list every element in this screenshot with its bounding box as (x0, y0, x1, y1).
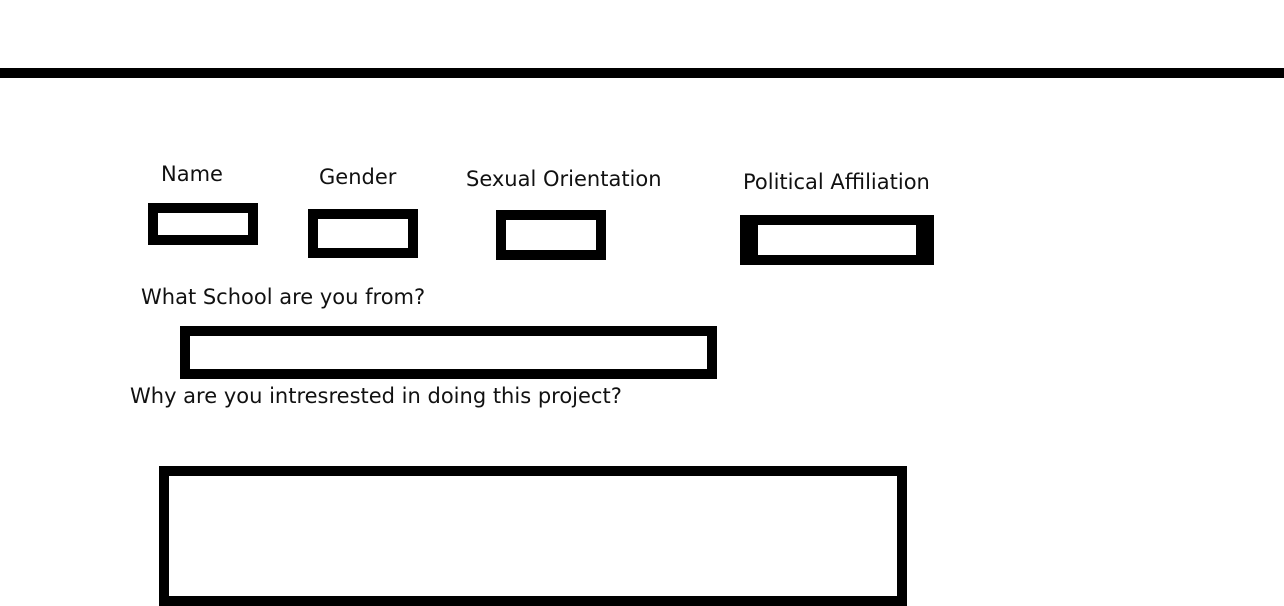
interest-textarea[interactable] (169, 476, 897, 596)
sexual-orientation-input[interactable] (506, 220, 596, 250)
sexual-orientation-label: Sexual Orientation (466, 167, 662, 191)
header-divider (0, 68, 1284, 78)
gender-input[interactable] (318, 219, 408, 248)
school-label: What School are you from? (141, 285, 426, 309)
name-label: Name (161, 162, 223, 186)
interest-label: Why are you intresrested in doing this p… (130, 384, 622, 408)
name-field[interactable] (148, 203, 258, 245)
political-affiliation-field[interactable] (740, 215, 934, 265)
political-affiliation-input[interactable] (758, 225, 916, 255)
school-field[interactable] (180, 326, 717, 379)
sexual-orientation-field[interactable] (496, 210, 606, 260)
political-affiliation-label: Political Affiliation (743, 170, 930, 194)
gender-label: Gender (319, 165, 397, 189)
interest-field[interactable] (159, 466, 907, 606)
school-input[interactable] (190, 336, 707, 369)
gender-field[interactable] (308, 209, 418, 258)
name-input[interactable] (158, 213, 248, 235)
